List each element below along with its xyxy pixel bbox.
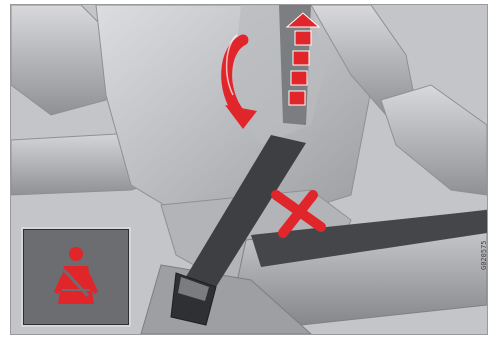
illustration-frame: [10, 4, 488, 335]
seatbelt-reminder-inset: [23, 229, 129, 325]
image-code: G020575: [480, 240, 488, 270]
seatbelt-warning-icon: [24, 230, 128, 324]
